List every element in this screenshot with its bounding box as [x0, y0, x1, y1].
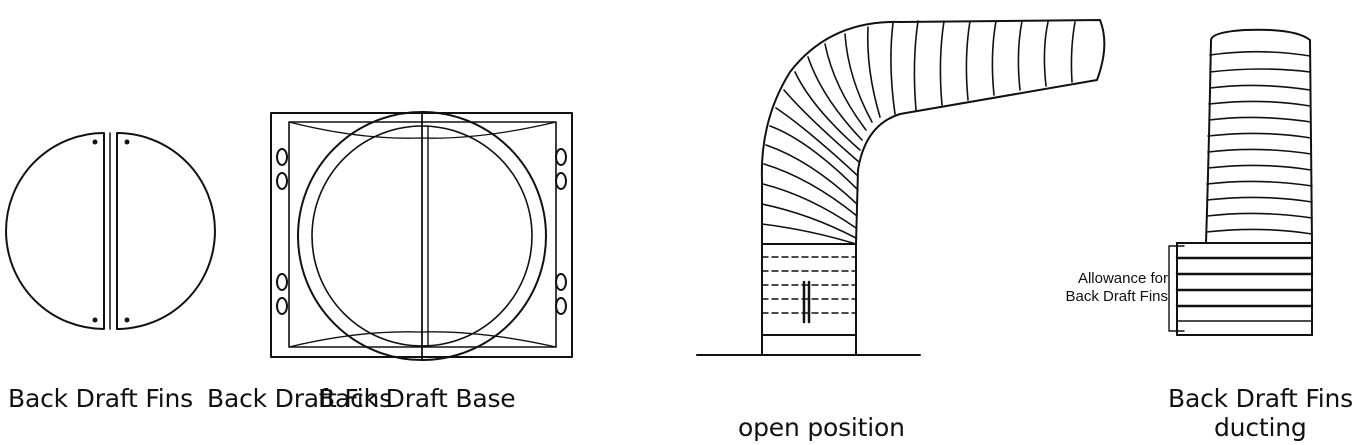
allowance-bracket [1168, 245, 1185, 332]
caption-right-line1: Back Draft Fins [1168, 384, 1353, 413]
fin-rivet [92, 139, 98, 145]
mounting-hole [555, 148, 567, 166]
allowance-label-line1: Allowance for [1077, 270, 1168, 287]
bent-duct-outline [760, 19, 1106, 245]
caption-back-draft-fins: Back Draft Fins [8, 384, 193, 413]
bent-duct-illustration [696, 19, 1106, 356]
back-draft-fins-illustration [5, 132, 216, 330]
fin-rivet [124, 139, 130, 145]
vertical-duct-illustration [1168, 28, 1314, 336]
caption-back-draft-base: Back Draft Base [318, 384, 516, 413]
mounting-hole [276, 297, 288, 315]
right-fin [116, 132, 216, 330]
mounting-hole [555, 172, 567, 190]
mounting-hole [555, 273, 567, 291]
caption-back-draft-fins-overlap: Back Draft Fins [207, 384, 392, 413]
left-fin [5, 132, 105, 330]
fins-dashed-lines [761, 256, 857, 314]
allowance-band-lines [1175, 256, 1314, 322]
mounting-hole [555, 297, 567, 315]
back-draft-base-illustration [270, 111, 573, 361]
vertical-duct-pleats [1205, 50, 1313, 235]
allowance-label-line2: Back Draft Fins [1065, 288, 1168, 305]
mounting-hole [276, 148, 288, 166]
fin-rivet [92, 317, 98, 323]
allowance-label: Allowance for Back Draft Fins [1065, 270, 1168, 306]
bent-duct-pleats [761, 20, 1076, 245]
fin-rivet [124, 317, 130, 323]
caption-open-position: open position [738, 413, 905, 442]
mounting-hole [276, 172, 288, 190]
mounting-hole [276, 273, 288, 291]
caption-right-line2: ducting [1214, 413, 1307, 442]
